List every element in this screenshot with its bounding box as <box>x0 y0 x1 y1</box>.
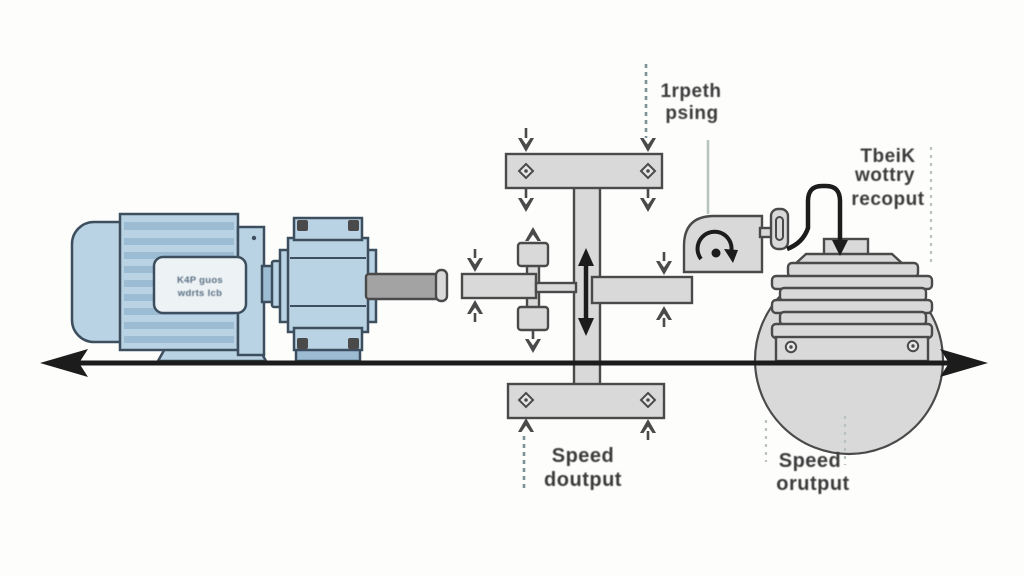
stack-bolt <box>906 339 920 353</box>
pin <box>640 138 656 152</box>
label-torque-output: TbeiK wottry recoput <box>851 146 924 210</box>
label-speed-output-right-line1: Speed <box>779 450 842 472</box>
baseline-arrow <box>40 349 988 377</box>
torque-hook-arrow <box>786 183 848 256</box>
label-torque-output-line1: TbeiK <box>860 146 915 167</box>
motor-nameplate-line2: wdrts lcb <box>177 288 222 299</box>
label-speed-output-right-line2: orutput <box>776 473 849 495</box>
label-input-speed: 1rpeth psing <box>660 81 721 124</box>
drum-assembly <box>753 237 945 465</box>
pin <box>467 300 483 314</box>
sensor-capsule-slot <box>775 216 784 241</box>
gearbox <box>260 216 444 363</box>
label-torque-output-line3: recoput <box>851 189 924 210</box>
mid-bar <box>590 275 694 305</box>
label-speed-output-center-line2: doutput <box>544 469 622 491</box>
pin <box>518 418 534 432</box>
label-speed-output-right: Speed orutput <box>776 450 849 495</box>
label-input-speed-line1: 1rpeth <box>660 81 721 102</box>
flange-corner <box>297 220 308 231</box>
pin <box>518 138 534 152</box>
pin <box>640 198 656 212</box>
motor-screw <box>251 235 257 241</box>
cross-rod <box>534 281 578 294</box>
double-arrow <box>578 248 594 336</box>
bottom-bar <box>506 382 666 420</box>
gearbox-bottom-flange <box>292 326 364 352</box>
pin <box>640 419 656 433</box>
stack-bolt <box>784 340 798 354</box>
motor-nameplate-line1: K4P guos <box>177 275 223 286</box>
electric-motor: K4P guos wdrts lcb <box>70 212 269 363</box>
gearbox-body <box>286 236 370 334</box>
cross-shaft-assembly <box>434 128 694 440</box>
pin <box>656 261 672 275</box>
cross-bar <box>460 272 538 300</box>
flange-corner <box>297 338 308 349</box>
label-input-speed-line2: psing <box>665 103 718 124</box>
flange-corner <box>348 220 359 231</box>
cross-lower-block <box>516 305 550 332</box>
rotation-arrow-icon <box>695 229 738 263</box>
label-speed-output-center: Speed doutput <box>544 445 622 491</box>
pin <box>467 258 483 272</box>
shaft-end-bracket <box>434 268 449 303</box>
motor-nameplate <box>152 255 248 315</box>
stack-base-band <box>774 335 930 363</box>
label-speed-output-center-line1: Speed <box>552 445 615 467</box>
spider-cross <box>434 227 578 353</box>
pin <box>525 339 541 353</box>
cross-upper-block <box>516 241 550 268</box>
pin <box>525 227 541 241</box>
pin <box>656 306 672 320</box>
rotation-box <box>682 207 790 274</box>
pin <box>518 198 534 212</box>
rotation-box-body <box>682 214 764 274</box>
label-torque-output-line2: wottry <box>854 165 915 186</box>
fin-stack <box>770 237 934 363</box>
sensor-capsule <box>769 207 790 251</box>
top-bar <box>504 152 664 190</box>
output-shaft <box>364 272 444 301</box>
gearbox-top-flange <box>292 216 364 242</box>
flange-corner <box>348 338 359 349</box>
